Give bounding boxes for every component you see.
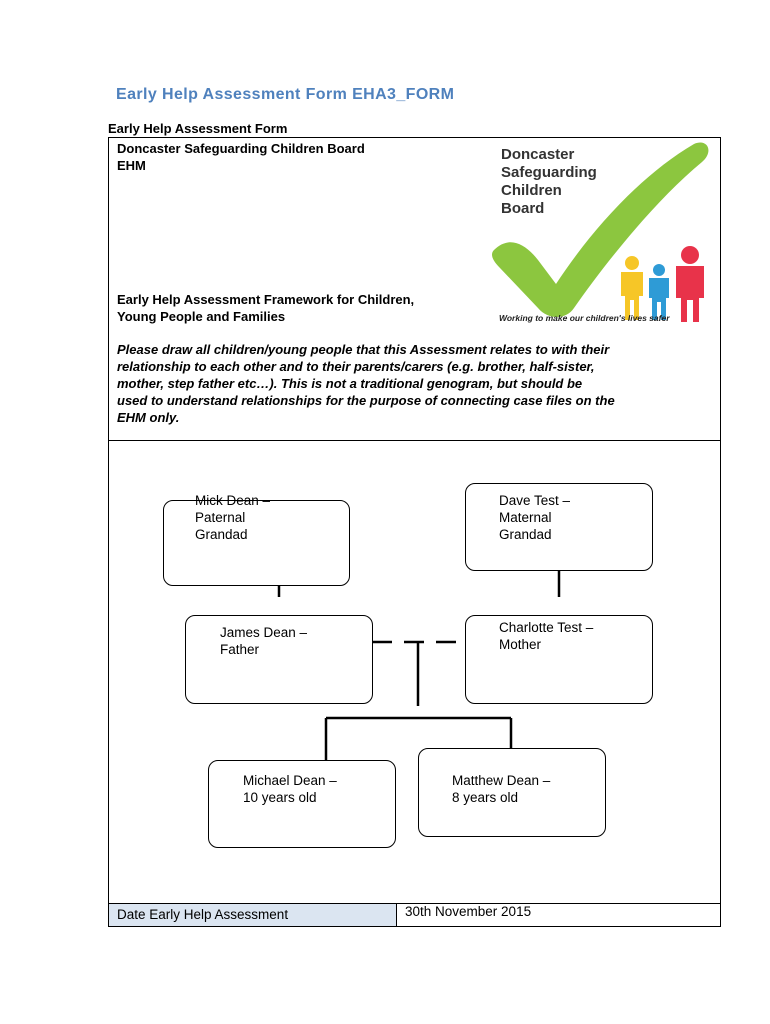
- maternal-grandad-line-2: Maternal: [499, 510, 552, 525]
- date-label-cell: [109, 904, 397, 926]
- section-divider: [108, 440, 721, 441]
- document-title: Early Help Assessment Form EHA3_FORM: [116, 86, 455, 103]
- dscb-logo: Doncaster Safeguarding Children Board Wo…: [492, 142, 709, 323]
- footer-divider: [108, 903, 721, 904]
- maternal-grandad-line-1: Dave Test –: [499, 493, 571, 508]
- logo-line-1: Doncaster: [501, 146, 575, 163]
- logo-tick: [492, 142, 709, 317]
- logo-figure-blue: [649, 264, 669, 320]
- maternal-grandad-line-3: Grandad: [499, 527, 552, 542]
- instruction-line-4: used to understand relationships for the…: [117, 393, 615, 408]
- mother-line-2: Mother: [499, 637, 542, 652]
- person-box-mother: Charlotte Test – Mother: [465, 615, 653, 704]
- logo-figure-red: [676, 246, 704, 322]
- logo-line-2: Safeguarding: [501, 164, 597, 181]
- date-label: Date Early Help Assessment: [117, 907, 289, 922]
- framework-line-1: Early Help Assessment Framework for Chil…: [117, 292, 415, 307]
- person-box-child-1: Michael Dean – 10 years old: [208, 760, 396, 848]
- instruction-line-3: mother, step father etc…). This is not a…: [117, 376, 583, 391]
- org-code: EHM: [117, 158, 146, 173]
- person-box-maternal-grandad: Dave Test – Maternal Grandad: [465, 483, 653, 571]
- logo-tagline: Working to make our children's lives saf…: [499, 313, 670, 323]
- framework-heading: Early Help Assessment Framework for Chil…: [117, 291, 414, 325]
- mother-line-1: Charlotte Test –: [499, 620, 594, 635]
- person-box-father: James Dean – Father: [185, 615, 373, 704]
- instruction-line-2: relationship to each other and to their …: [117, 359, 595, 374]
- instruction-line-1: Please draw all children/young people th…: [117, 342, 610, 357]
- person-box-child-2: Matthew Dean – 8 years old: [418, 748, 606, 837]
- paternal-grandad-line-3: Grandad: [195, 527, 248, 542]
- child1-line-2: 10 years old: [243, 790, 317, 805]
- org-name: Doncaster Safeguarding Children Board: [117, 141, 365, 156]
- date-value[interactable]: 30th November 2015: [405, 904, 532, 919]
- logo-figure-yellow: [621, 256, 643, 320]
- logo-line-3: Children: [501, 182, 562, 199]
- instruction-line-5: EHM only.: [117, 410, 180, 425]
- child2-line-2: 8 years old: [452, 790, 519, 805]
- father-line-1: James Dean –: [220, 625, 308, 640]
- child1-line-1: Michael Dean –: [243, 773, 337, 788]
- form-label: Early Help Assessment Form: [108, 121, 288, 136]
- form-frame: [108, 137, 721, 927]
- person-box-paternal-grandad: Mick Dean – Paternal Grandad: [163, 493, 350, 586]
- framework-line-2: Young People and Families: [117, 309, 286, 324]
- child2-line-1: Matthew Dean –: [452, 773, 551, 788]
- paternal-grandad-line-2: Paternal: [195, 510, 246, 525]
- paternal-grandad-line-1: Mick Dean –: [195, 493, 271, 508]
- father-line-2: Father: [220, 642, 260, 657]
- logo-line-4: Board: [501, 200, 544, 217]
- instruction-text: Please draw all children/young people th…: [117, 341, 717, 426]
- org-header: Doncaster Safeguarding Children Board EH…: [117, 140, 365, 174]
